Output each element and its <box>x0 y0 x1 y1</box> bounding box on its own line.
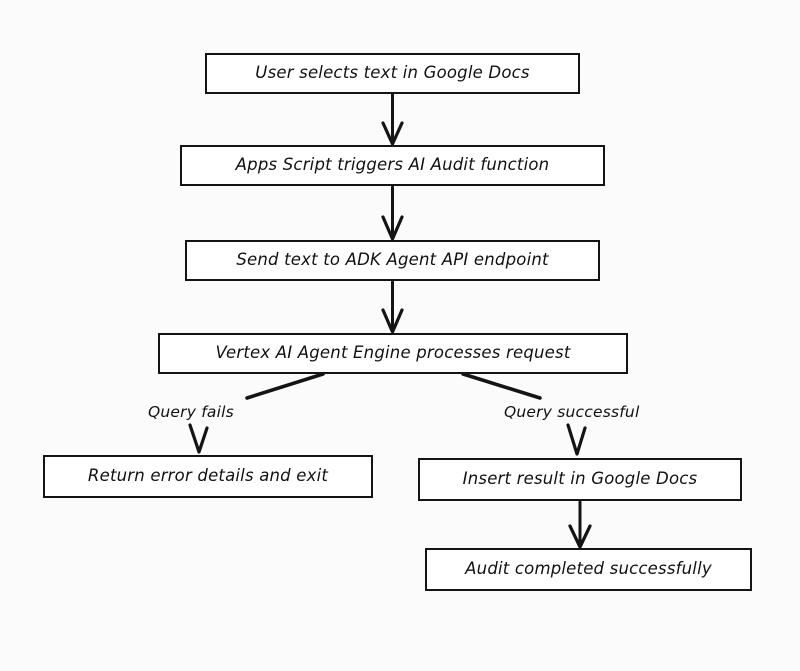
node-label: Send text to ADK Agent API endpoint <box>236 250 549 270</box>
node-return-error-details[interactable]: Return error details and exit <box>43 455 373 498</box>
node-user-selects-text[interactable]: User selects text in Google Docs <box>205 53 580 94</box>
edge-label-query-fails: Query fails <box>148 403 234 421</box>
edge-vertex-engine-to-return-error <box>188 372 325 454</box>
node-vertex-ai-agent-engine[interactable]: Vertex AI Agent Engine processes request <box>158 333 628 374</box>
node-label: Insert result in Google Docs <box>462 469 698 489</box>
node-audit-completed[interactable]: Audit completed successfully <box>425 548 752 591</box>
node-label: Audit completed successfully <box>465 559 712 579</box>
node-apps-script-triggers[interactable]: Apps Script triggers AI Audit function <box>180 145 605 186</box>
edge-send-text-to-vertex-engine <box>381 280 404 334</box>
edge-vertex-engine-to-insert-result <box>461 372 587 456</box>
node-label: Apps Script triggers AI Audit function <box>235 155 550 175</box>
node-label: Vertex AI Agent Engine processes request <box>215 343 571 363</box>
edge-user-selects-to-apps-script <box>381 92 404 146</box>
node-label: User selects text in Google Docs <box>255 63 530 83</box>
node-label: Return error details and exit <box>87 466 329 486</box>
edge-insert-result-to-audit-completed <box>568 500 592 549</box>
edge-label-query-successful: Query successful <box>504 403 640 421</box>
node-send-text-endpoint[interactable]: Send text to ADK Agent API endpoint <box>185 240 600 281</box>
edge-apps-script-to-send-text <box>381 185 404 241</box>
node-insert-result[interactable]: Insert result in Google Docs <box>418 458 742 501</box>
